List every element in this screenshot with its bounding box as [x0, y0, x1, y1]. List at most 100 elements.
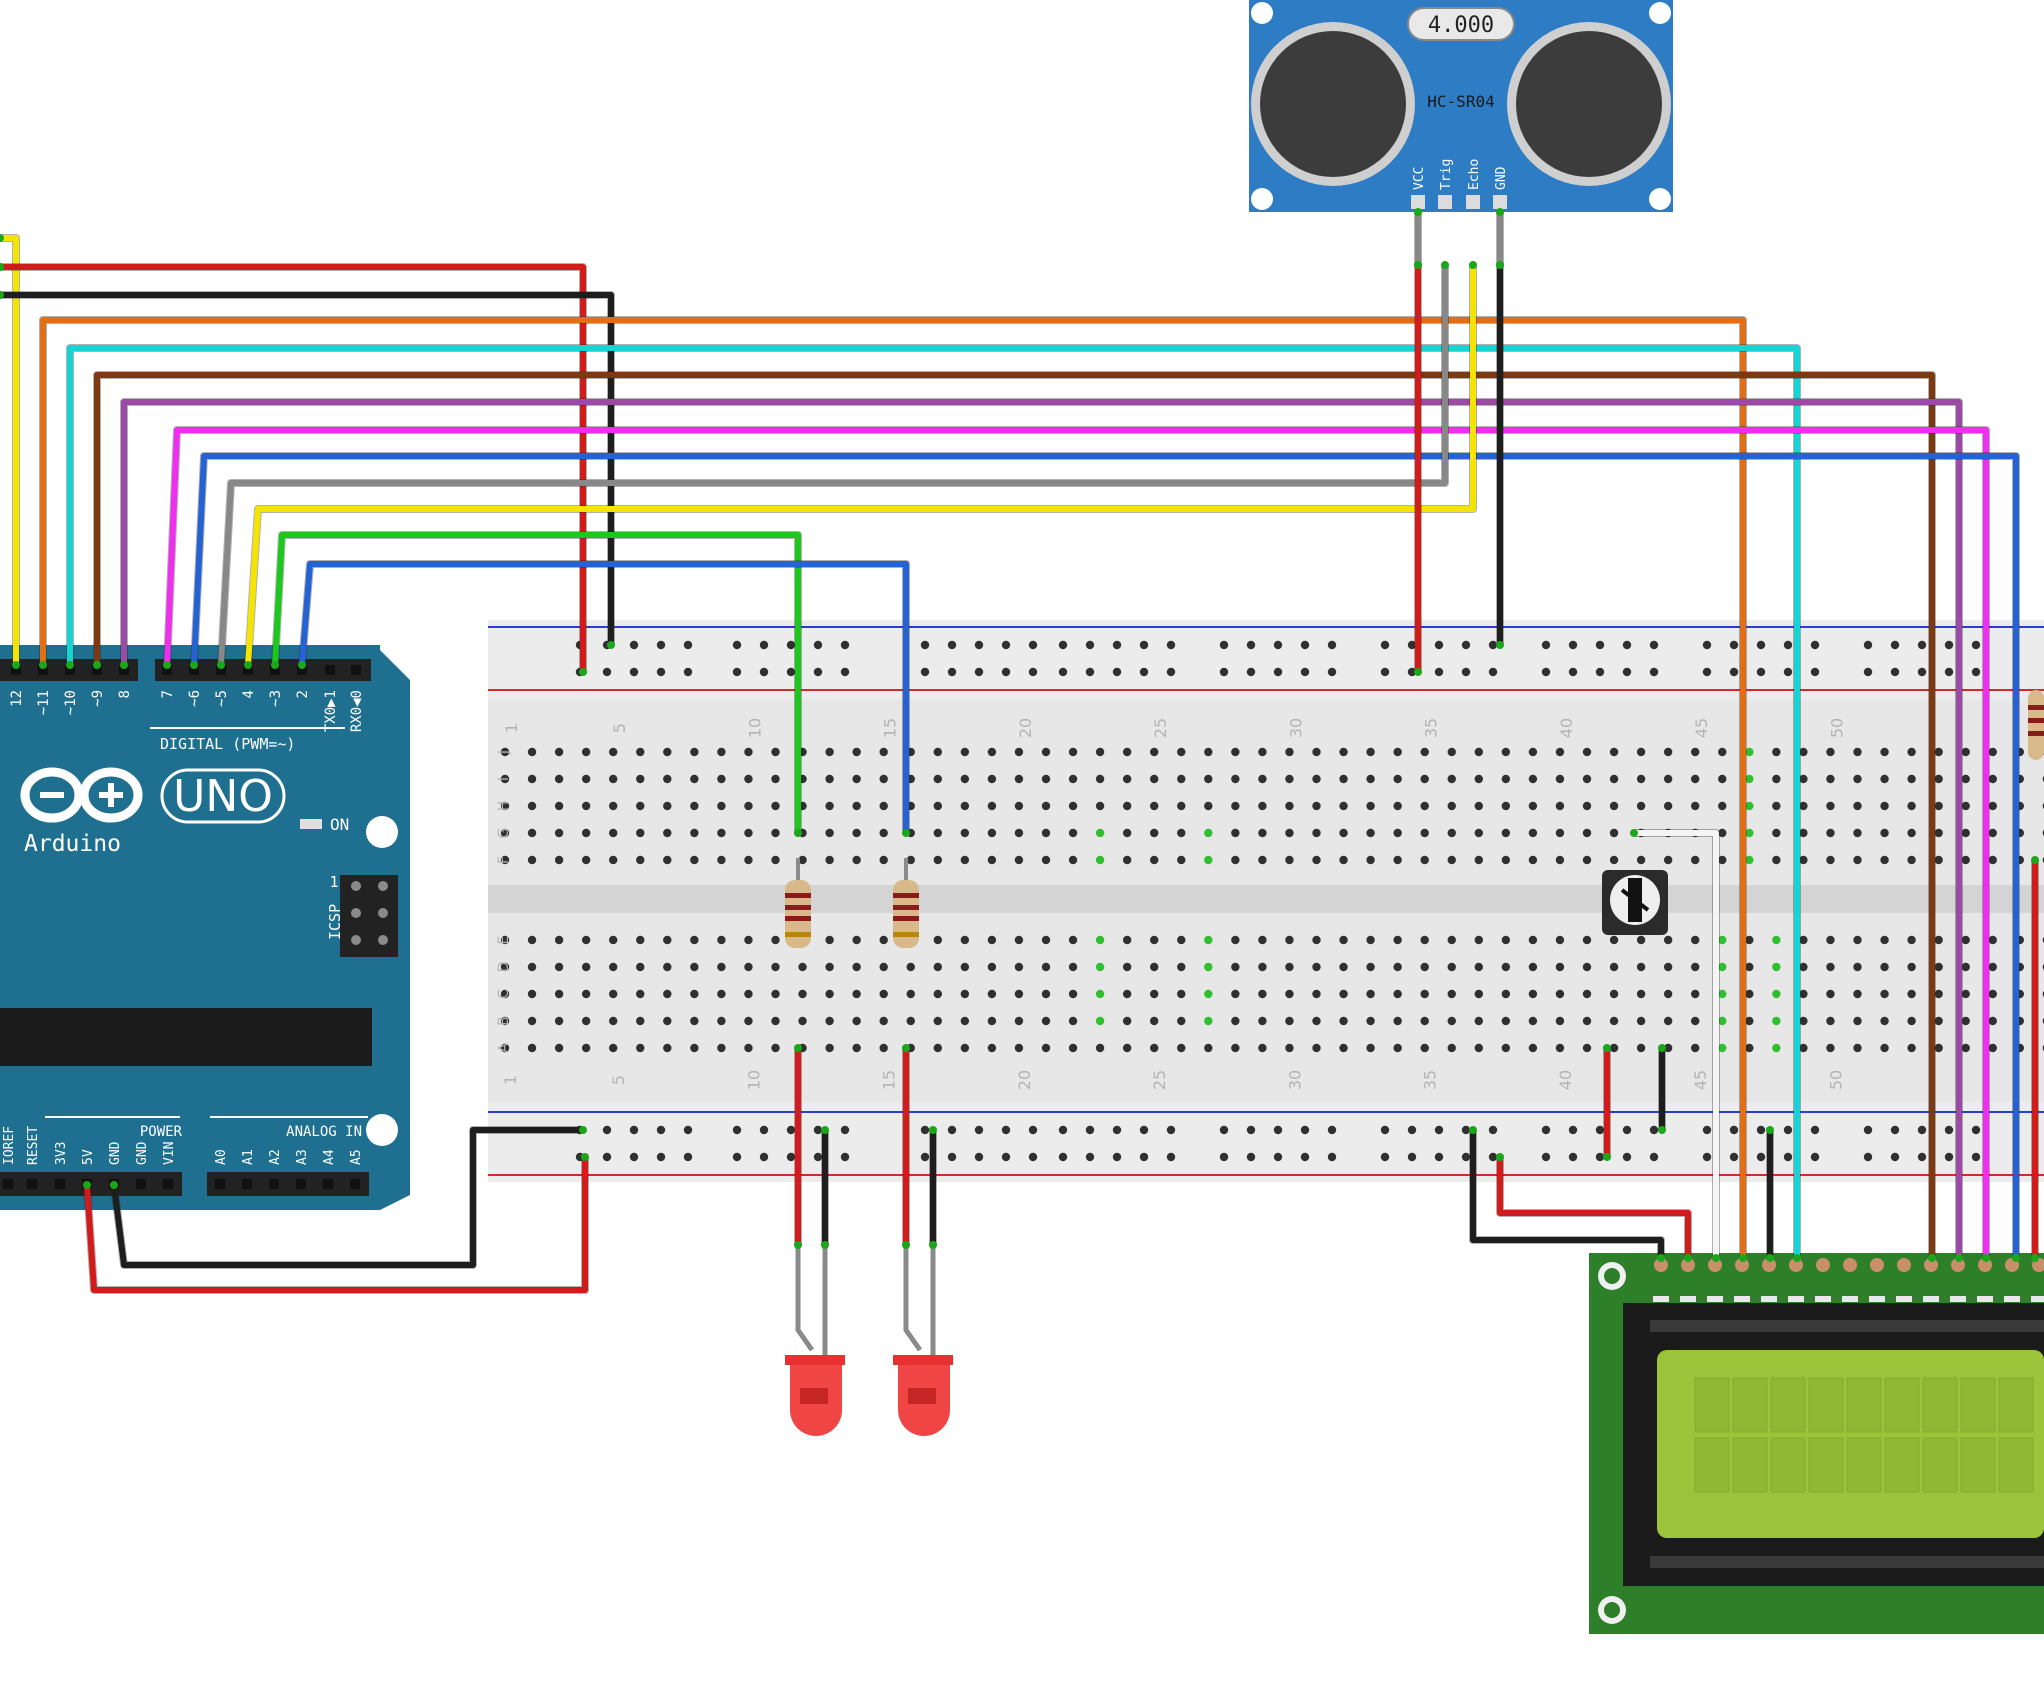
lcd-cell [1846, 1377, 1882, 1433]
breadboard-hole [636, 828, 645, 838]
potentiometer [1602, 870, 1668, 935]
breadboard-hole [1393, 855, 1402, 865]
breadboard-hole [744, 747, 753, 757]
breadboard-hole [1447, 774, 1456, 784]
rail-hole [1434, 1152, 1444, 1162]
breadboard-hole [690, 774, 699, 784]
breadboard-hole [1447, 1043, 1456, 1053]
breadboard-hole [717, 801, 726, 811]
breadboard-hole [1934, 747, 1943, 757]
digital-pin [38, 665, 48, 675]
wire-end [1739, 1254, 1747, 1262]
led-die [908, 1388, 936, 1404]
rail-hole [1810, 1152, 1820, 1162]
rail-hole [1783, 667, 1793, 677]
analog-pin-label: A3 [295, 1149, 310, 1165]
wire-red-5v-rail-outline [0, 263, 587, 672]
breadboard-hole [1826, 828, 1835, 838]
breadboard-hole [771, 935, 780, 945]
wire-end [0, 263, 4, 271]
breadboard-hole [527, 935, 537, 945]
analog-pin-label: A5 [349, 1149, 364, 1165]
breadboard-hole [1312, 774, 1321, 784]
rail-hole [1649, 640, 1659, 650]
rail-hole [1085, 667, 1095, 677]
breadboard-hole [1528, 747, 1538, 757]
breadboard-hole [663, 989, 672, 999]
breadboard-hole [500, 774, 510, 784]
breadboard-hole [500, 989, 510, 999]
breadboard-hole [1528, 828, 1538, 838]
rail-hole [974, 667, 984, 677]
lcd-pin [1735, 1258, 1749, 1272]
breadboard-hole [933, 1016, 942, 1026]
breadboard-hole [1258, 855, 1267, 865]
lcd-cell [1922, 1437, 1958, 1493]
breadboard-hole [527, 1016, 537, 1026]
breadboard-hole [1907, 962, 1916, 972]
icsp-pins [351, 881, 388, 945]
wire-end [579, 668, 587, 676]
column-number-bottom: 5 [609, 1075, 628, 1085]
breadboard-hole [581, 828, 591, 838]
rail-hole [1944, 667, 1954, 677]
rail-hole [1461, 640, 1471, 650]
lcd-cell [1770, 1437, 1806, 1493]
breadboard-hole [960, 828, 970, 838]
rail-hole [1327, 1152, 1337, 1162]
breadboard-hole [1339, 962, 1348, 972]
rail-hole [629, 1125, 639, 1135]
sensor-pin-label: Echo [1467, 159, 1482, 190]
analog-pin-label: A2 [268, 1149, 283, 1165]
breadboard-hole [1150, 801, 1159, 811]
breadboard-hole [1934, 855, 1943, 865]
breadboard-hole [1204, 989, 1213, 999]
rail-hole [974, 1125, 984, 1135]
lcd-character-cells [1694, 1377, 2034, 1493]
arduino-board [0, 645, 410, 1210]
breadboard-hole [1988, 855, 1997, 865]
breadboard-hole [1853, 1016, 1862, 1026]
breadboard-hole [1420, 935, 1429, 945]
lcd-pin-pad [2031, 1296, 2044, 1302]
led-rim [785, 1355, 845, 1365]
breadboard-hole [771, 855, 780, 865]
breadboard-hole [1122, 801, 1132, 811]
breadboard-hole [1285, 1016, 1294, 1026]
rail-hole [1273, 1125, 1283, 1135]
breadboard-hole [636, 1043, 645, 1053]
breadboard-hole [554, 935, 564, 945]
wire-end [120, 661, 128, 669]
breadboard-hole [554, 962, 564, 972]
breadboard-hole [1366, 747, 1375, 757]
breadboard-hole [879, 801, 888, 811]
breadboard-hole [1041, 747, 1051, 757]
breadboard-hole [798, 989, 807, 999]
wire-end [2012, 1254, 2020, 1262]
breadboard-hole [1420, 774, 1429, 784]
lcd-cell [1732, 1437, 1768, 1493]
breadboard-hole [1501, 828, 1511, 838]
breadboard-hole [1528, 801, 1538, 811]
breadboard-hole [1258, 962, 1267, 972]
breadboard-hole [879, 962, 888, 972]
resistor-band [785, 932, 811, 937]
breadboard-hole [744, 801, 753, 811]
breadboard-hole [1609, 774, 1619, 784]
breadboard-hole [1231, 774, 1240, 784]
power-pin [3, 1179, 13, 1189]
power-pin-label: IOREF [2, 1126, 17, 1165]
breadboard-hole [1041, 801, 1051, 811]
column-number-bottom: 10 [744, 1070, 763, 1090]
breadboard-hole [1718, 828, 1727, 838]
breadboard-hole [690, 855, 699, 865]
breadboard-hole [1609, 1043, 1619, 1053]
rail-hole [629, 1152, 639, 1162]
rail-hole [1112, 640, 1122, 650]
breadboard-hole [1014, 1043, 1024, 1053]
column-number-bottom: 20 [1015, 1070, 1034, 1090]
rail-hole [1327, 640, 1337, 650]
rail-hole [1756, 640, 1766, 650]
